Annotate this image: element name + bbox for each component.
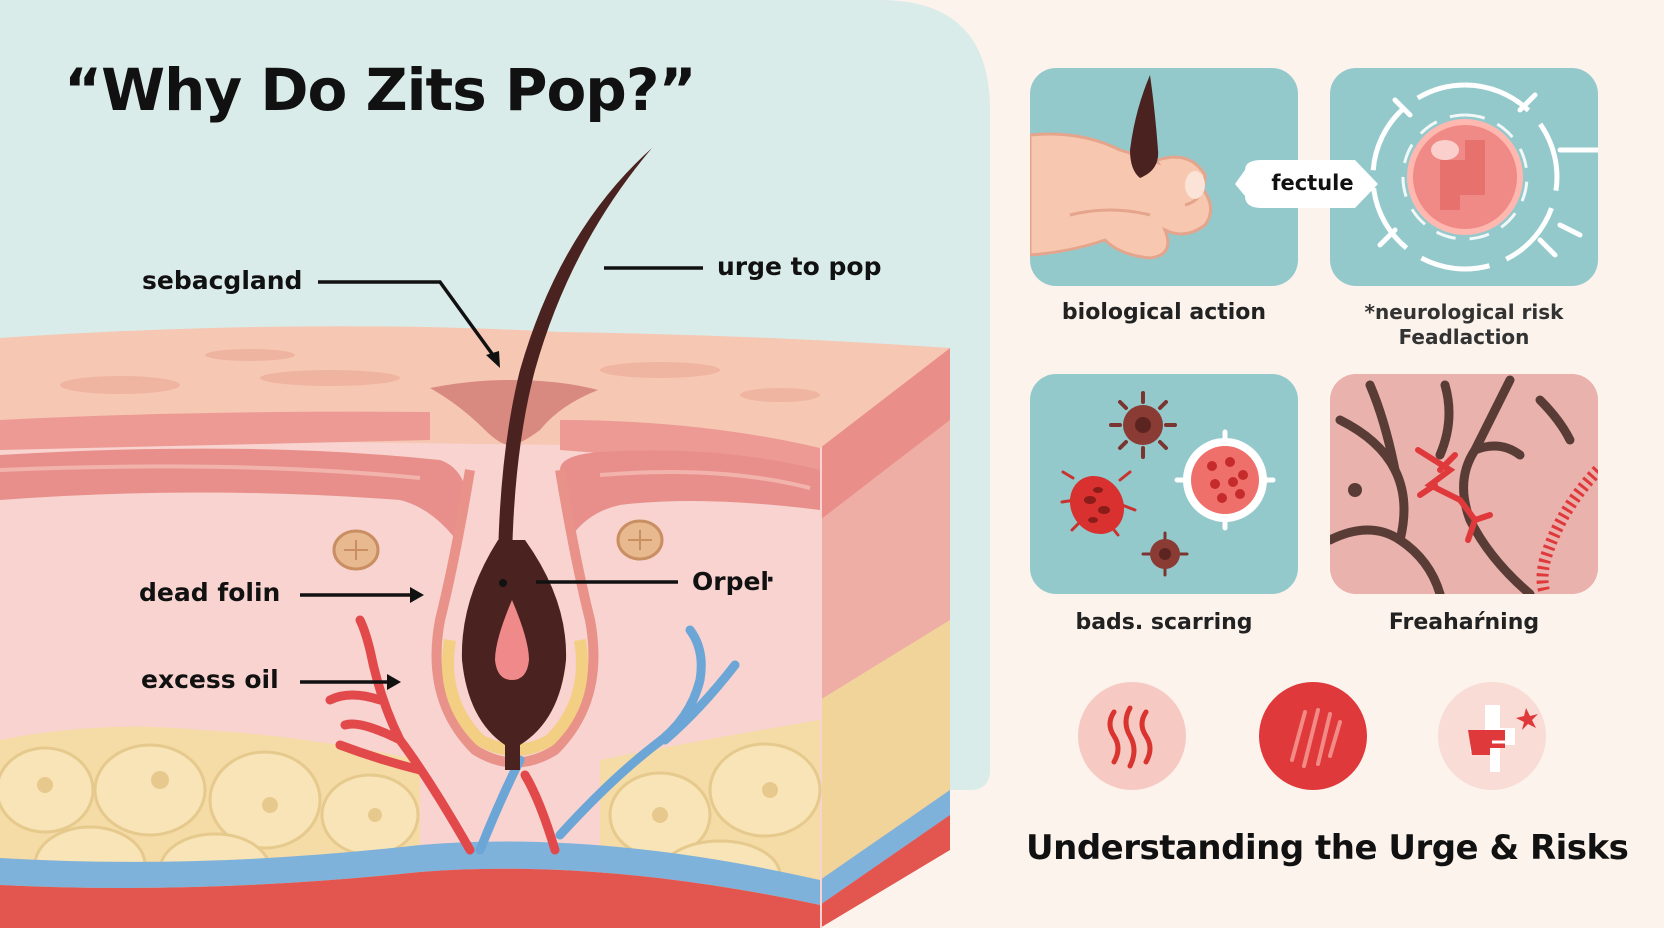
caption-neurological-line2: Feadlaction — [1398, 325, 1530, 349]
tile-scarring — [1030, 374, 1298, 594]
inflammation-icon — [1259, 682, 1367, 790]
fectule-bubble — [1235, 160, 1378, 208]
footer-title: Understanding the Urge & Risks — [1026, 828, 1629, 868]
gland-left — [332, 529, 380, 571]
label-excess-oil: excess oil — [141, 665, 279, 694]
caption-freaharning: Freahaŕning — [1388, 610, 1540, 635]
tile-biological-action — [1030, 68, 1298, 286]
caption-scarring: bads. scarring — [1075, 610, 1253, 635]
label-urge-to-pop: urge to pop — [717, 252, 882, 281]
artery-vessels — [325, 615, 560, 855]
label-sebaceous-gland: sebacgland — [142, 266, 303, 295]
tear-icon — [1415, 447, 1493, 543]
caption-biological-action: biological action — [1061, 300, 1267, 325]
pus-droplet — [495, 600, 529, 680]
caption-neurological-line1: *neurological risk — [1364, 300, 1564, 324]
label-dead-folin: dead folin — [139, 578, 281, 607]
page-title: “Why Do Zits Pop?” — [64, 56, 697, 124]
small-bacteria-icon — [1141, 531, 1189, 577]
annotation-lines — [300, 266, 703, 684]
germ-icon — [1060, 470, 1137, 537]
caption-neurological-risk: *neurological risk Feadlaction — [1320, 300, 1608, 350]
nerve-branches — [1330, 375, 1575, 594]
bacteria-icon — [1109, 391, 1177, 459]
virus-icon — [1174, 429, 1276, 531]
heat-waves-icon — [1078, 682, 1186, 790]
tile-neurological-risk — [1330, 68, 1598, 286]
hair-shaft — [498, 148, 652, 560]
gland-right — [616, 519, 664, 561]
label-orpel: Orpeŀ — [692, 567, 775, 596]
tile-freaharning — [1330, 374, 1598, 594]
bubble-label: fectule — [1271, 171, 1354, 195]
first-aid-icon — [1438, 682, 1546, 790]
